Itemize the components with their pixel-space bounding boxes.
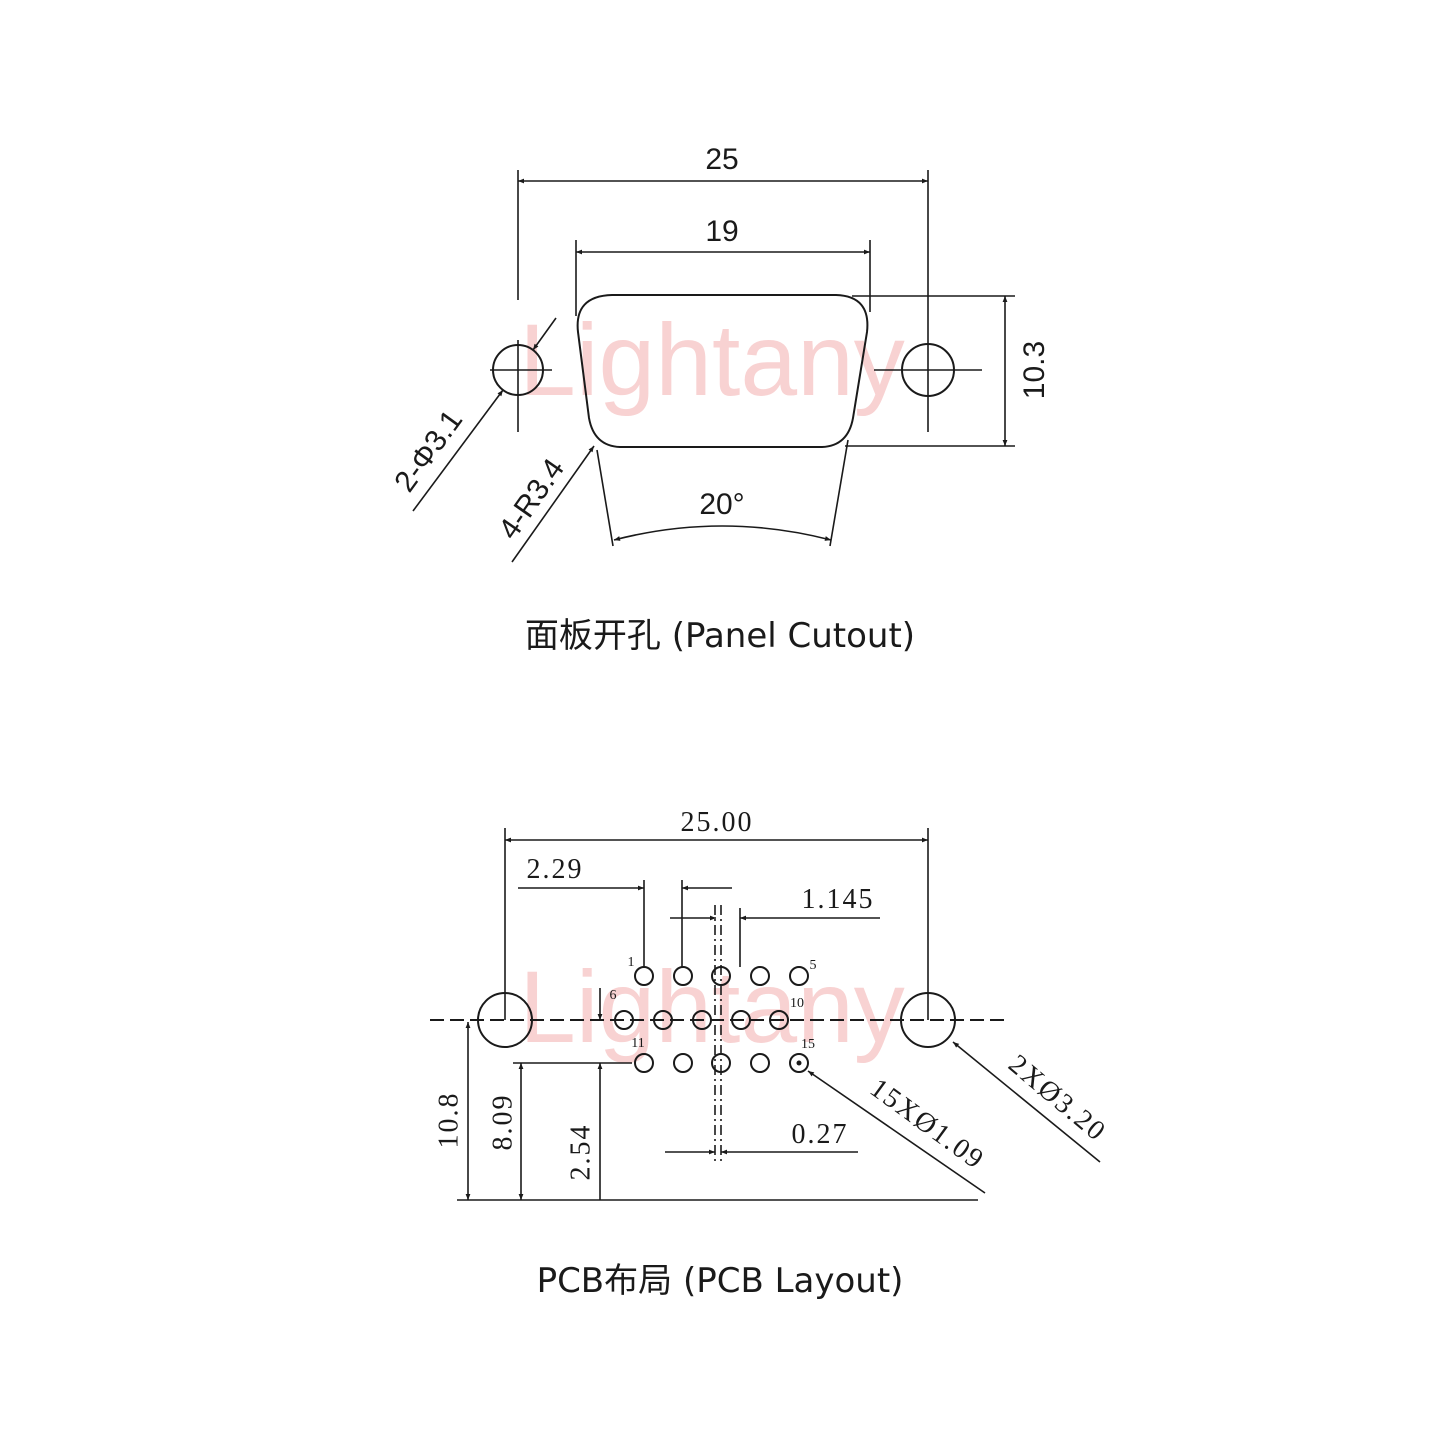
pin-hole-2 [673,966,693,986]
pin-hole-7 [653,1010,673,1030]
watermark-bottom: Lightany [519,950,905,1064]
pin-label-11: 11 [631,1036,644,1051]
leader-line-pcb-mount-holes [952,1041,1101,1163]
dim-overall-width-label: 25 [705,143,738,176]
dim-center-offset-label: 0.27 [792,1119,849,1150]
pin-label-6: 6 [610,988,617,1003]
pin-hole-1 [634,966,654,986]
leader-line-pin-holes [807,1070,986,1194]
pin-hole-5 [789,966,809,986]
pin-hole-9 [731,1010,751,1030]
leader-line-corner-radius [511,445,595,563]
dim-row-height-label: 2.54 [565,1124,596,1181]
pin-hole-6 [614,1010,634,1030]
dim-pcb-width-label: 25.00 [681,807,754,838]
watermark-top: Lightany [519,303,905,417]
leader-line-mount-holes-inner [412,389,504,512]
pin-hole-15-center [796,1060,802,1066]
extension-line-angle-left [596,449,614,547]
leader-line-mount-holes-outer [532,317,557,351]
pcb-mounting-hole-left [477,992,533,1048]
panel-cutout-title: 面板开孔 (Panel Cutout) [525,616,915,656]
dim-angle-label: 20° [699,488,744,521]
pcb-layout-title: PCB布局 (PCB Layout) [537,1261,904,1301]
dim-pin-holes-label: 15XØ1.09 [864,1073,990,1177]
pin-hole-8 [692,1010,712,1030]
dim-mount-height-label: 10.8 [433,1092,464,1149]
pin-hole-14 [750,1053,770,1073]
pin-hole-12 [673,1053,693,1073]
dim-row-top-height-label: 8.09 [487,1094,518,1151]
pin-hole-3 [711,966,731,986]
pin-hole-4 [750,966,770,986]
pin-label-10: 10 [790,996,804,1011]
dim-corner-radius-label: 4-R3.4 [492,453,571,546]
pin-hole-10 [769,1010,789,1030]
dim-pcb-mount-holes-label: 2XØ3.20 [1002,1049,1112,1148]
pin-label-15: 15 [801,1037,815,1052]
pcb-mounting-hole-right [900,992,956,1048]
pin-hole-11 [634,1053,654,1073]
pin-hole-15 [789,1053,809,1073]
pin-label-1: 1 [628,955,635,970]
cutout-outline [576,294,869,448]
extension-line-angle-right [829,439,849,547]
pin-label-5: 5 [810,958,817,973]
dim-height-label: 10.3 [1018,341,1051,399]
dim-cutout-width-label: 19 [705,215,738,248]
dim-half-pitch-label: 1.145 [802,884,875,915]
dimension-arc-angle [613,525,832,541]
dim-pin-offset-label: 2.29 [527,854,584,885]
pin-hole-13 [711,1053,731,1073]
